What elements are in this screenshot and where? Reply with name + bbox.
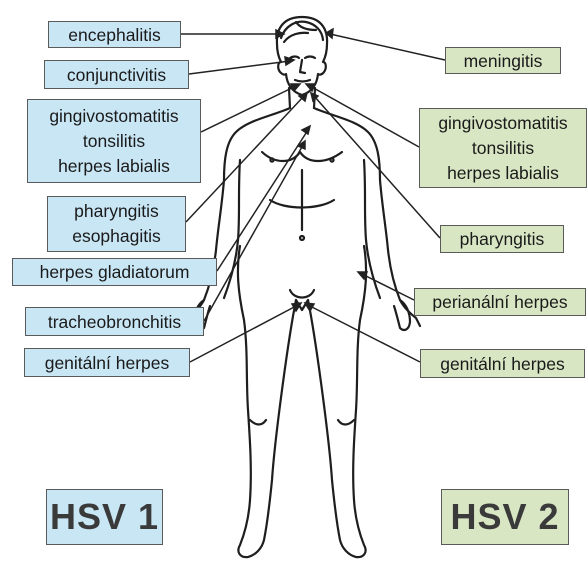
hair-outline — [281, 22, 323, 42]
line-genital-hsv1 — [190, 305, 298, 362]
label-meningitis: meningitis — [445, 47, 561, 74]
hsv2-title: HSV 2 — [441, 489, 569, 545]
label-pharyngitis-hsv2: pharyngitis — [440, 225, 564, 253]
label-herpes-gladiatorum: herpes gladiatorum — [12, 258, 217, 286]
label-hsv2-oral-group: gingivostomatitis tonsilitis herpes labi… — [419, 108, 587, 188]
arrowhead-genital-hsv2 — [305, 303, 314, 311]
hsv1-title: HSV 1 — [46, 489, 163, 545]
knees — [250, 420, 354, 425]
line-conjunctivitis — [189, 61, 290, 74]
mouth — [295, 80, 310, 82]
label-pharyngitis-hsv1: pharyngitis — [74, 199, 159, 224]
nose — [300, 60, 305, 73]
eyes — [290, 57, 315, 59]
arrowhead-gladiatorum — [302, 126, 310, 134]
line-perianal — [362, 274, 414, 300]
abdomen — [270, 170, 334, 230]
label-conjunctivitis: conjunctivitis — [44, 60, 189, 89]
label-tracheobronchitis: tracheobronchitis — [25, 307, 204, 336]
left-leg — [238, 246, 296, 557]
line-hsv2-oral — [310, 86, 419, 147]
label-encephalitis: encephalitis — [48, 21, 181, 48]
navel — [300, 236, 304, 240]
line-pharyngitis-hsv1 — [186, 96, 304, 222]
label-perianal-herpes: perianální herpes — [414, 288, 586, 316]
label-hsv1-oral-group: gingivostomatitis tonsilitis herpes labi… — [27, 99, 201, 183]
label-tonsilitis: tonsilitis — [83, 129, 145, 154]
label-genital-herpes-hsv1: genitální herpes — [24, 348, 190, 377]
right-leg — [308, 246, 366, 557]
arrowhead-encephalitis — [276, 30, 284, 38]
right-nipple — [330, 158, 333, 161]
arrowhead-tracheo — [298, 141, 305, 149]
line-genital-hsv2 — [308, 305, 420, 362]
connector-lines — [181, 29, 445, 362]
line-meningitis — [330, 34, 445, 60]
label-tonsilitis-hsv2: tonsilitis — [472, 136, 534, 161]
label-pharyngitis-esophagitis: pharyngitis esophagitis — [47, 196, 186, 252]
line-hsv1-oral — [201, 86, 296, 132]
arrowhead-hsv2-oral — [306, 84, 315, 91]
arrowhead-conjunctivitis — [285, 57, 294, 65]
right-body-outline — [314, 108, 420, 326]
left-nipple — [270, 158, 273, 161]
label-gingivostomatitis-hsv2: gingivostomatitis — [438, 111, 567, 136]
label-genital-herpes-hsv2: genitální herpes — [420, 349, 585, 378]
label-esophagitis: esophagitis — [72, 224, 161, 249]
label-gingivostomatitis: gingivostomatitis — [49, 104, 178, 129]
label-herpes-labialis-hsv2: herpes labialis — [447, 161, 559, 186]
label-herpes-labialis: herpes labialis — [58, 154, 170, 179]
